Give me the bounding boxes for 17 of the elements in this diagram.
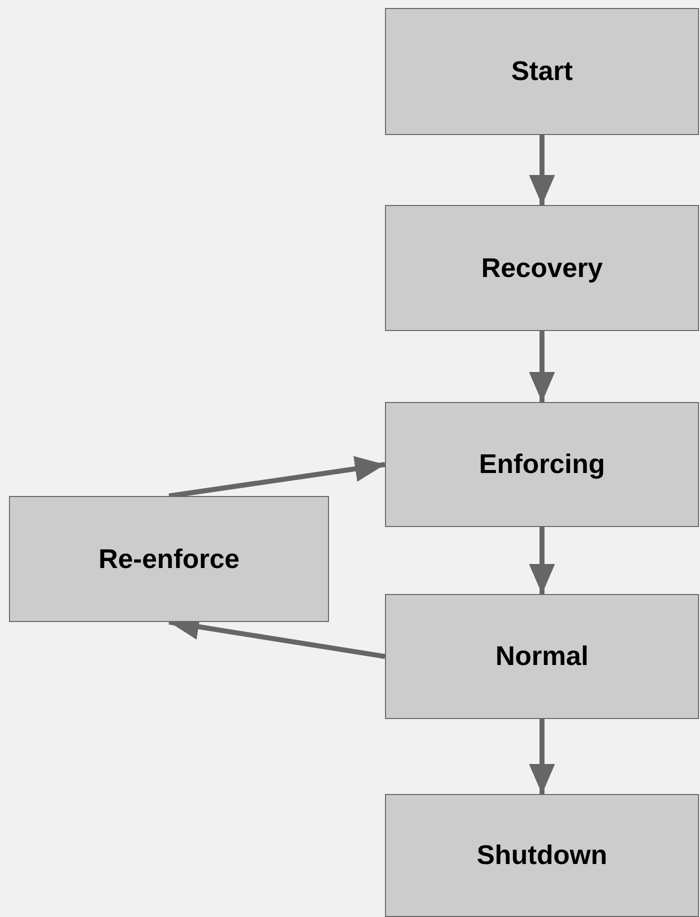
arrow (529, 135, 555, 205)
state-label: Shutdown (476, 840, 608, 871)
arrow (168, 456, 386, 498)
arrow (529, 331, 555, 402)
state-label: Re-enforce (98, 544, 240, 574)
state-box (385, 594, 699, 719)
state-label: Start (511, 56, 573, 87)
state-box (385, 205, 699, 331)
state-box (385, 402, 699, 527)
state-label: Enforcing (479, 449, 605, 480)
state-label: Normal (495, 641, 589, 672)
state-box (385, 794, 699, 917)
arrow (529, 527, 555, 594)
state-label: Recovery (481, 252, 603, 284)
arrow (529, 719, 555, 794)
state-box (9, 496, 329, 622)
state-box (385, 8, 699, 135)
